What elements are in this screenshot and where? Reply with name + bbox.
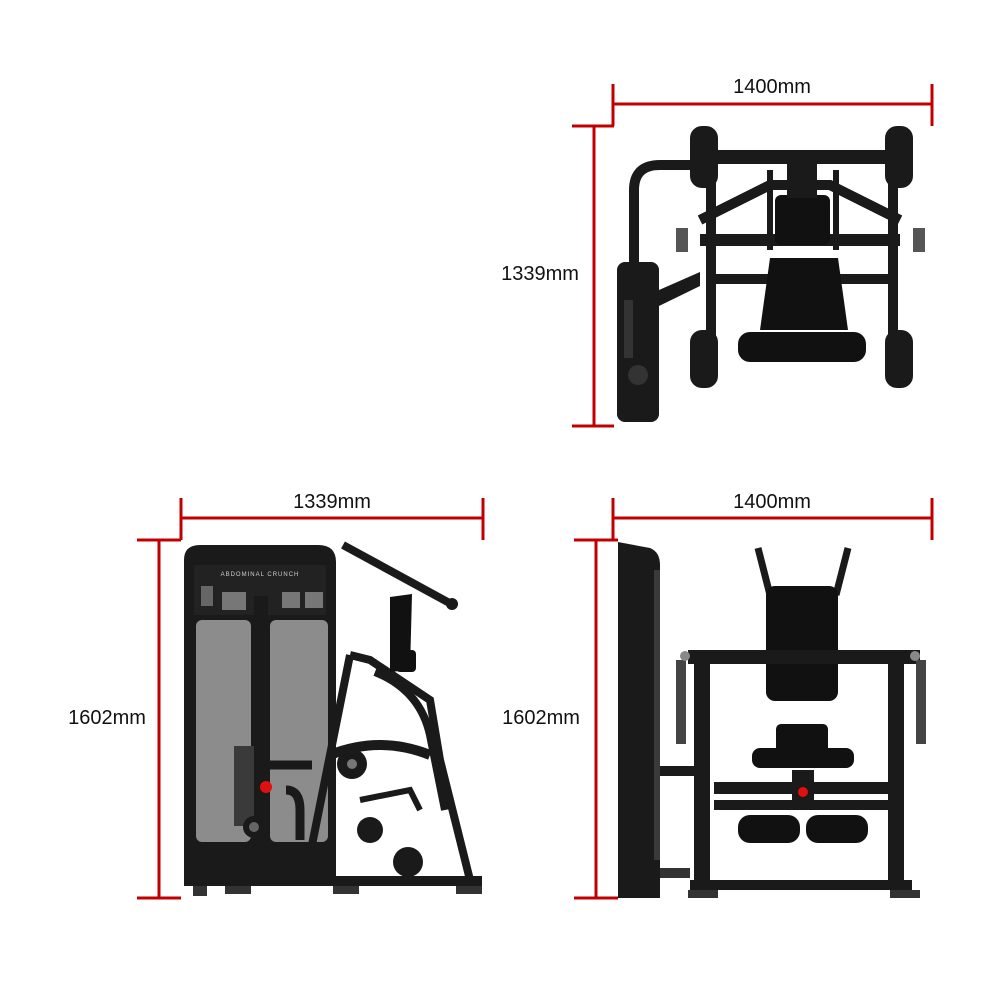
- top-view-width-label: 1400mm: [733, 76, 811, 98]
- product-label: ABDOMINAL CRUNCH: [221, 572, 300, 578]
- side-view-machine: ABDOMINAL CRUNCH: [184, 541, 482, 896]
- side-view-height-label: 1602mm: [68, 707, 146, 729]
- top-view-machine: [617, 126, 925, 422]
- front-view-height-label: 1602mm: [502, 707, 580, 729]
- side-view-width-label: 1339mm: [293, 491, 371, 513]
- top-view-depth-dimension: 1339mm: [501, 124, 614, 428]
- side-view-width-dimension: 1339mm: [179, 491, 485, 540]
- top-view-width-dimension: 1400mm: [611, 76, 934, 126]
- side-view-height-dimension: 1602mm: [68, 538, 181, 900]
- top-view-depth-label: 1339mm: [501, 263, 579, 285]
- front-view-height-dimension: 1602mm: [502, 538, 618, 900]
- front-view-width-dimension: 1400mm: [611, 491, 934, 540]
- front-view-machine: [618, 542, 926, 898]
- front-view-width-label: 1400mm: [733, 491, 811, 513]
